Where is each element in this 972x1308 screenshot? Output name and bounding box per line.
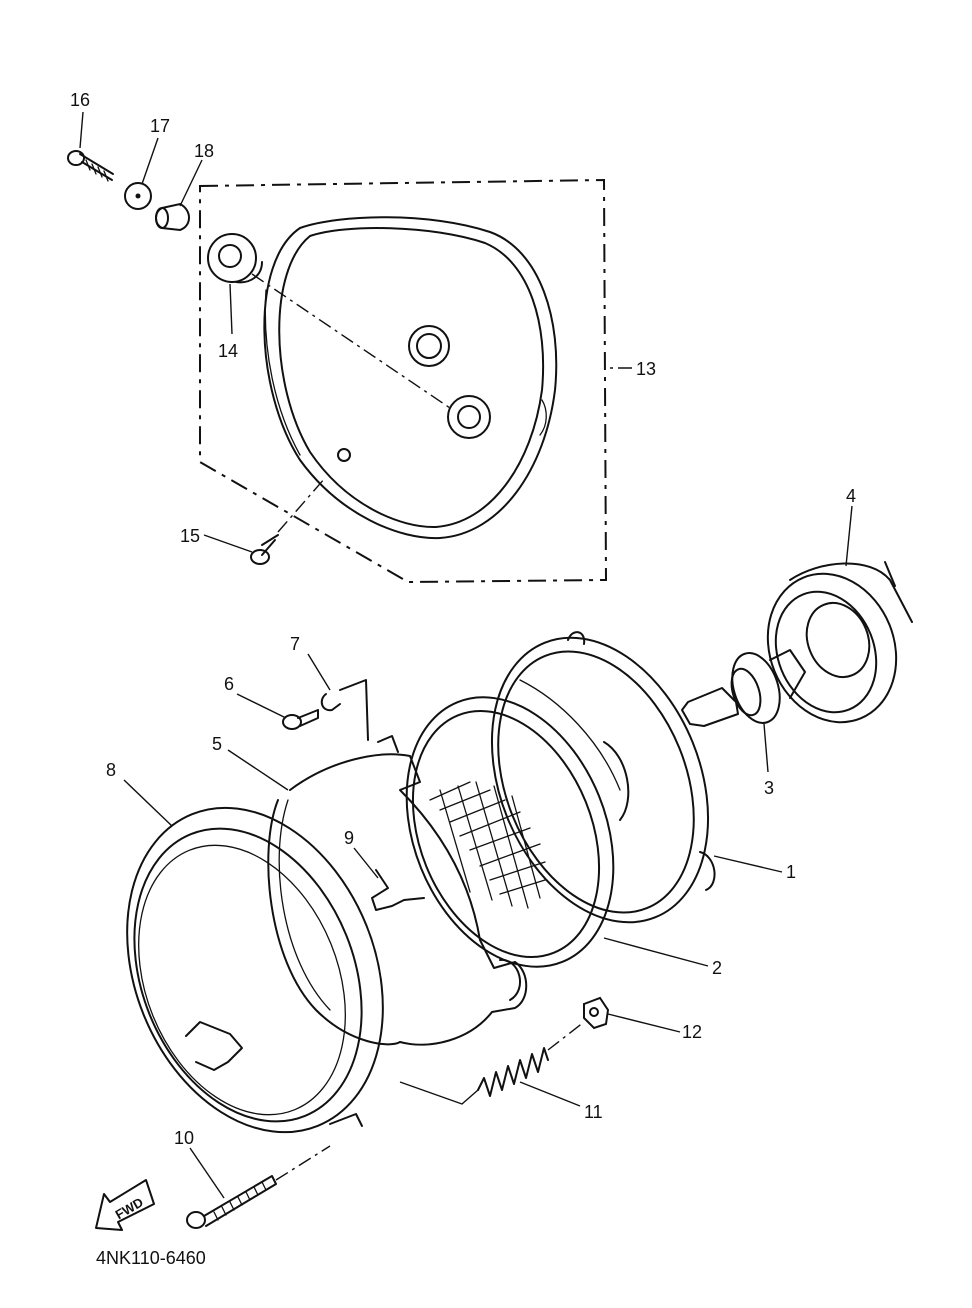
callout-9: 9: [344, 828, 354, 848]
callout-14: 14: [218, 341, 238, 361]
headlight-unit-1: [490, 631, 716, 924]
spring-11: [477, 1021, 585, 1097]
mounting-bracket-5: [267, 735, 528, 1046]
callout-13: 13: [636, 359, 656, 379]
assembly-13-boundary: [199, 178, 608, 584]
callout-4: 4: [846, 486, 856, 506]
bolt-16: [67, 150, 114, 182]
callout-7: 7: [290, 634, 300, 654]
nut-12: [583, 996, 610, 1030]
rim-8: [126, 806, 384, 1134]
screw-10: [186, 1145, 331, 1229]
clip-9: [371, 869, 425, 911]
callout-8: 8: [106, 760, 116, 780]
leader-lines: [79, 111, 853, 1199]
socket-cover-4: [766, 561, 913, 724]
fwd-label: FWD: [113, 1194, 146, 1222]
diagram-code: 4NK110-6460: [96, 1248, 206, 1268]
bulb-3: [681, 649, 806, 727]
washer-17: [124, 182, 152, 210]
callout-1: 1: [786, 862, 796, 882]
grommet-14: [207, 233, 263, 284]
callout-15: 15: [180, 526, 200, 546]
collar-18: [155, 202, 190, 232]
lens-2: [405, 696, 615, 968]
screw-15: [250, 534, 279, 565]
callout-5: 5: [212, 734, 222, 754]
nut-7: [320, 679, 369, 741]
callout-11: 11: [584, 1102, 603, 1122]
callout-6: 6: [224, 674, 234, 694]
callout-3: 3: [764, 778, 774, 798]
callout-18: 18: [194, 141, 214, 161]
callout-2: 2: [712, 958, 722, 978]
callout-10: 10: [174, 1128, 194, 1148]
callout-12: 12: [682, 1022, 702, 1042]
callout-17: 17: [150, 116, 170, 136]
callout-16: 16: [70, 90, 90, 110]
callout-labels: 16 17 18 14 13 15 4 7 6 5 8 3 9 1 2 12 1…: [70, 90, 856, 1148]
headlight-housing: [263, 216, 558, 540]
screw-6: [282, 709, 319, 730]
grommet-alignment-line: [251, 273, 451, 409]
screw-15-alignment-line: [277, 477, 326, 533]
rim-11-alignment-line: [399, 1081, 479, 1105]
fwd-direction-arrow: FWD: [95, 1179, 155, 1231]
